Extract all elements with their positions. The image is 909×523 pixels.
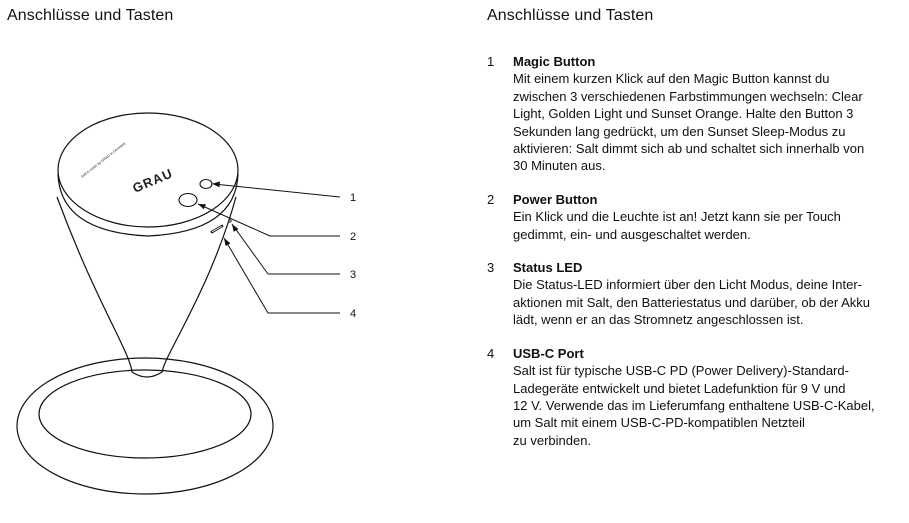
callout-label: 3 — [350, 269, 356, 281]
right-section-title: Anschlüsse und Tasten — [487, 7, 654, 24]
feature-description: Mit einem kurzen Klick auf den Magic But… — [513, 71, 865, 174]
callout-label: 1 — [350, 192, 356, 204]
feature-description: Ein Klick und die Leuchte ist an! Jetzt … — [513, 209, 841, 242]
lamp-base — [16, 357, 274, 495]
power-button-icon — [178, 192, 198, 208]
left-section-title: Anschlüsse und Tasten — [7, 7, 174, 24]
feature-status-led: 3 Status LED Die Status-LED informiert ü… — [487, 259, 907, 329]
feature-number: 2 — [487, 191, 495, 207]
feature-title: Status LED — [513, 260, 583, 276]
magic-button-icon — [199, 178, 213, 190]
feature-title: Magic Button — [513, 54, 596, 69]
lamp-top-disc — [57, 112, 239, 237]
lamp-cone — [56, 196, 237, 378]
lamp-illustration: GRAU Salt is made by GRAU in Germany 1 2… — [16, 112, 356, 495]
feature-number: 3 — [487, 260, 495, 276]
callout-label: 4 — [350, 308, 356, 320]
lamp-engraving-text: Salt is made by GRAU in Germany — [80, 141, 126, 178]
callout-arrowheads — [198, 181, 239, 246]
feature-number: 1 — [487, 54, 495, 69]
feature-description: Die Status-LED informiert über den Licht… — [513, 277, 870, 328]
feature-title: USB-C Port — [513, 345, 584, 361]
status-led-icon — [228, 219, 232, 223]
feature-list: 1 Magic Button Mit einem kurzen Klick au… — [487, 53, 907, 465]
callout-label: 2 — [350, 231, 356, 243]
feature-title: Power Button — [513, 191, 598, 207]
feature-description: Salt ist für typische USB-C PD (Power De… — [513, 363, 875, 448]
callout-lines — [197, 183, 341, 314]
feature-usb-c-port: 4 USB-C Port Salt ist für typische USB-C… — [487, 345, 907, 449]
feature-magic-button: 1 Magic Button Mit einem kurzen Klick au… — [487, 53, 907, 175]
feature-power-button: 2 Power Button Ein Klick und die Leuchte… — [487, 191, 907, 243]
feature-number: 4 — [487, 345, 495, 361]
logo-grau: GRAU — [130, 165, 175, 195]
